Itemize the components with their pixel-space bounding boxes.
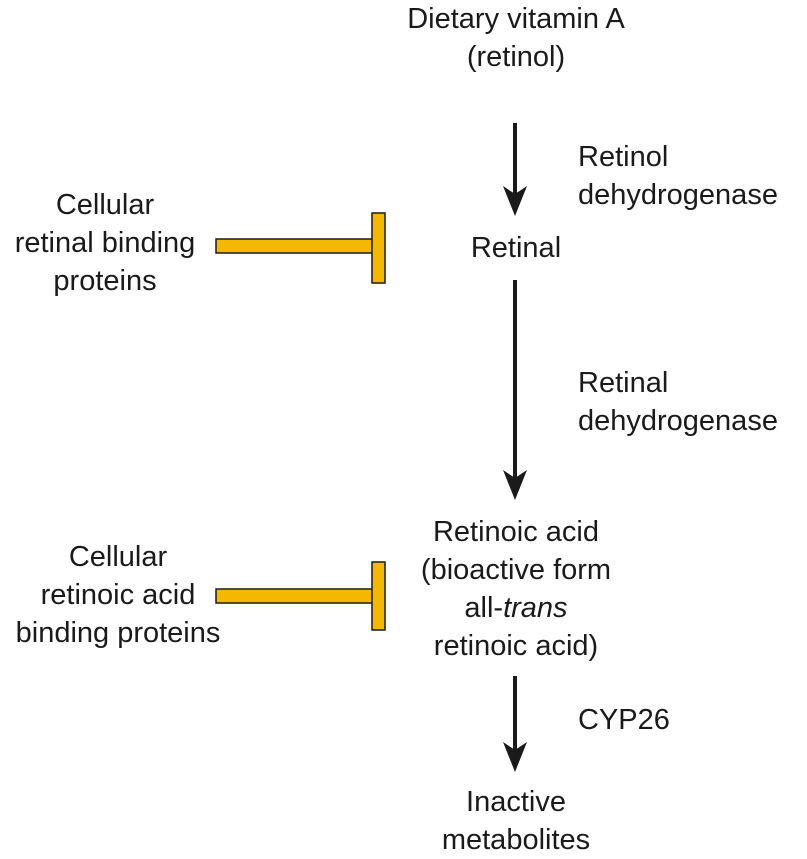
enzyme-retinal-dh-line2: dehydrogenase: [578, 405, 778, 437]
inhibitor-crbp-line2: retinal binding: [14, 227, 196, 259]
node-retinoic-acid-line3-italic: trans: [503, 592, 568, 624]
enzyme-retinol-dh-line1: Retinol: [578, 141, 669, 173]
inhibitor-crbp-label: Cellular retinal binding proteins: [15, 186, 196, 300]
enzyme-cyp26: CYP26: [578, 701, 670, 739]
inhibitor-crabp-line2: retinoic acid: [40, 579, 196, 611]
node-retinoic-acid-line4: retinoic acid): [433, 630, 599, 662]
inhibitor-crabp-label: Cellular retinoic acid binding proteins: [16, 538, 221, 652]
node-metabolites-line1: Inactive: [466, 786, 566, 818]
node-vitamin-a-line2: (retinol): [466, 41, 566, 73]
inhibitor-crbp-line3: proteins: [53, 265, 157, 297]
enzyme-retinal-dehydrogenase: Retinal dehydrogenase: [578, 364, 778, 440]
node-retinal: Retinal: [471, 229, 561, 267]
node-vitamin-a-line1: Dietary vitamin A: [407, 3, 625, 35]
arrow-retinal-to-retinoic-acid: [503, 280, 527, 500]
node-retinoic-acid: Retinoic acid (bioactive form all-trans …: [421, 513, 611, 665]
enzyme-retinal-dh-line1: Retinal: [578, 367, 669, 399]
node-inactive-metabolites: Inactive metabolites: [442, 783, 590, 859]
inhibitor-crabp-line1: Cellular: [68, 541, 168, 573]
node-retinal-line1: Retinal: [470, 232, 562, 264]
enzyme-cyp26-line1: CYP26: [578, 704, 670, 736]
enzyme-retinol-dehydrogenase: Retinol dehydrogenase: [578, 138, 778, 214]
node-retinoic-acid-line1: Retinoic acid: [432, 516, 600, 548]
node-retinoic-acid-line3: all-trans: [421, 589, 611, 627]
node-retinoic-acid-line2: (bioactive form: [420, 554, 612, 586]
inhibitor-crabp: [215, 561, 386, 631]
node-vitamin-a: Dietary vitamin A (retinol): [407, 0, 625, 76]
arrow-retinoic-acid-to-metabolites: [503, 676, 527, 772]
enzyme-retinol-dh-line2: dehydrogenase: [578, 179, 778, 211]
inhibitor-crbp: [215, 212, 386, 284]
node-retinoic-acid-line3-prefix: all-: [464, 592, 504, 624]
arrow-vitamin-a-to-retinal: [503, 123, 527, 216]
node-metabolites-line2: metabolites: [441, 824, 591, 856]
inhibitor-crbp-line1: Cellular: [55, 189, 155, 221]
inhibitor-crabp-line3: binding proteins: [15, 617, 221, 649]
